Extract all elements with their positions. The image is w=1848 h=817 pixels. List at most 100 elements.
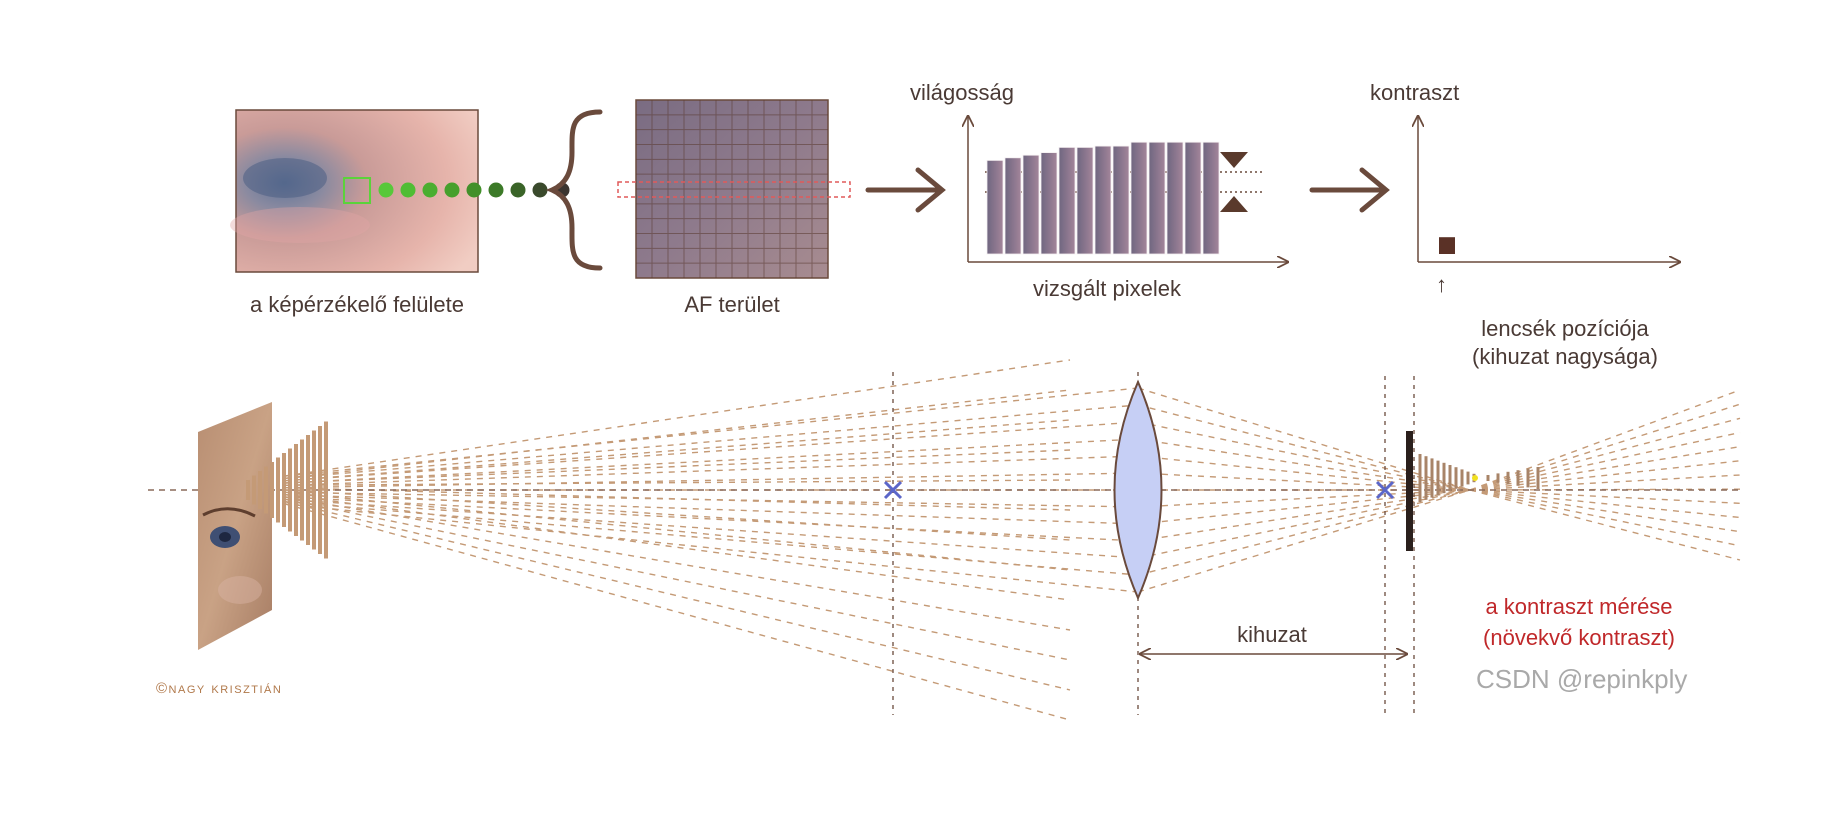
focal-point-icon [883,480,903,500]
af-scan-line [617,181,851,198]
examined-pixels-label: vizsgált pixelek [1033,276,1181,301]
brightness-bar [1058,146,1076,255]
curly-brace [545,109,603,271]
lens [1113,379,1163,601]
ray [1137,387,1471,491]
brightness-bar [1022,154,1040,255]
ray [284,389,1071,479]
ray [284,494,1139,525]
ray [1137,489,1471,576]
ray [284,503,1139,593]
ray [1469,417,1741,491]
ray [1137,489,1471,508]
ray [284,487,1071,511]
image-point-icon [1375,480,1395,500]
trail-dot [488,182,504,198]
ray [284,387,1139,477]
ray [284,501,1139,576]
ray [1469,460,1741,491]
ray [284,498,1139,559]
contrast-measure-sublabel: (növekvő kontraszt) [1483,625,1675,650]
contrast-chart [1418,116,1680,262]
ray [284,491,1071,571]
ray [284,498,1071,661]
brightness-bar [1202,141,1220,255]
ray [284,438,1139,484]
ray [284,449,1071,484]
brightness-bar [1166,141,1184,255]
ray [284,496,1071,631]
sensor-surface-label: a képérzékelő felülete [249,292,465,317]
ray [284,404,1139,479]
trail-dot [400,182,416,198]
trail-dot [444,182,460,198]
ray [284,496,1139,542]
trail-dot [378,182,394,198]
flow-arrow-2 [1309,167,1390,213]
watermark: CSDN @repinkply [1476,664,1688,694]
copyright-text: ©nagy krisztián [156,680,283,697]
brightness-bar [1148,141,1166,255]
ray [284,489,1071,541]
brightness-bar [986,159,1004,255]
trail-dot [510,182,526,198]
ray [1137,421,1471,491]
min-level-marker [1220,196,1248,212]
lens-position-label: lencsék pozíciója [1481,316,1649,341]
ray [284,479,1071,486]
ray [284,491,1139,508]
ray [1137,472,1471,491]
trail-dot [422,182,438,198]
ray [1469,489,1741,533]
ray [1137,489,1471,559]
max-level-marker [1220,152,1248,168]
ray [1469,431,1741,491]
ray [284,421,1139,482]
ray [284,455,1139,486]
flow-arrow [865,167,946,213]
ray [1469,489,1741,504]
brightness-bar [1004,157,1022,255]
ray [1137,404,1471,491]
ray [284,503,1071,721]
brightness-chart [968,116,1288,262]
brightness-bar [1094,145,1112,255]
contrast-measure-label: a kontraszt mérése [1485,594,1673,619]
ray [284,494,1071,601]
up-arrow-glyph: ↑ [1436,272,1447,297]
trail-dot [466,182,482,198]
brightness-bar [1112,145,1130,255]
ray [284,501,1071,691]
ray [284,419,1071,482]
sensor-plane [1406,431,1413,551]
ray [1469,489,1741,561]
ray [284,359,1071,477]
sensor-surface-image [230,109,479,273]
ray [1137,489,1471,525]
trail-dot [532,182,548,198]
ray [1137,489,1471,593]
ray [1469,446,1741,491]
brightness-bar [1184,141,1202,255]
brightness-axis-label: világosság [910,80,1014,105]
ray [1469,489,1741,547]
brightness-bar [1130,141,1148,255]
focus-spot [1472,475,1478,481]
sensor-to-af-dots [378,182,570,198]
subject-face [198,402,328,650]
brightness-bar [1040,152,1058,255]
ray [1137,489,1471,542]
ray [1137,455,1471,491]
ray [1137,438,1471,491]
af-area-grid [617,99,851,279]
af-area-label: AF terület [684,292,780,317]
ray [284,472,1139,489]
contrast-axis-label: kontraszt [1370,80,1460,105]
extension-label: kihuzat [1237,622,1307,647]
ray [1469,489,1741,519]
contrast-bar [1439,237,1455,254]
lens-position-sublabel: (kihuzat nagysága) [1472,344,1658,369]
ray [1469,474,1741,491]
brightness-bar [1076,146,1094,255]
